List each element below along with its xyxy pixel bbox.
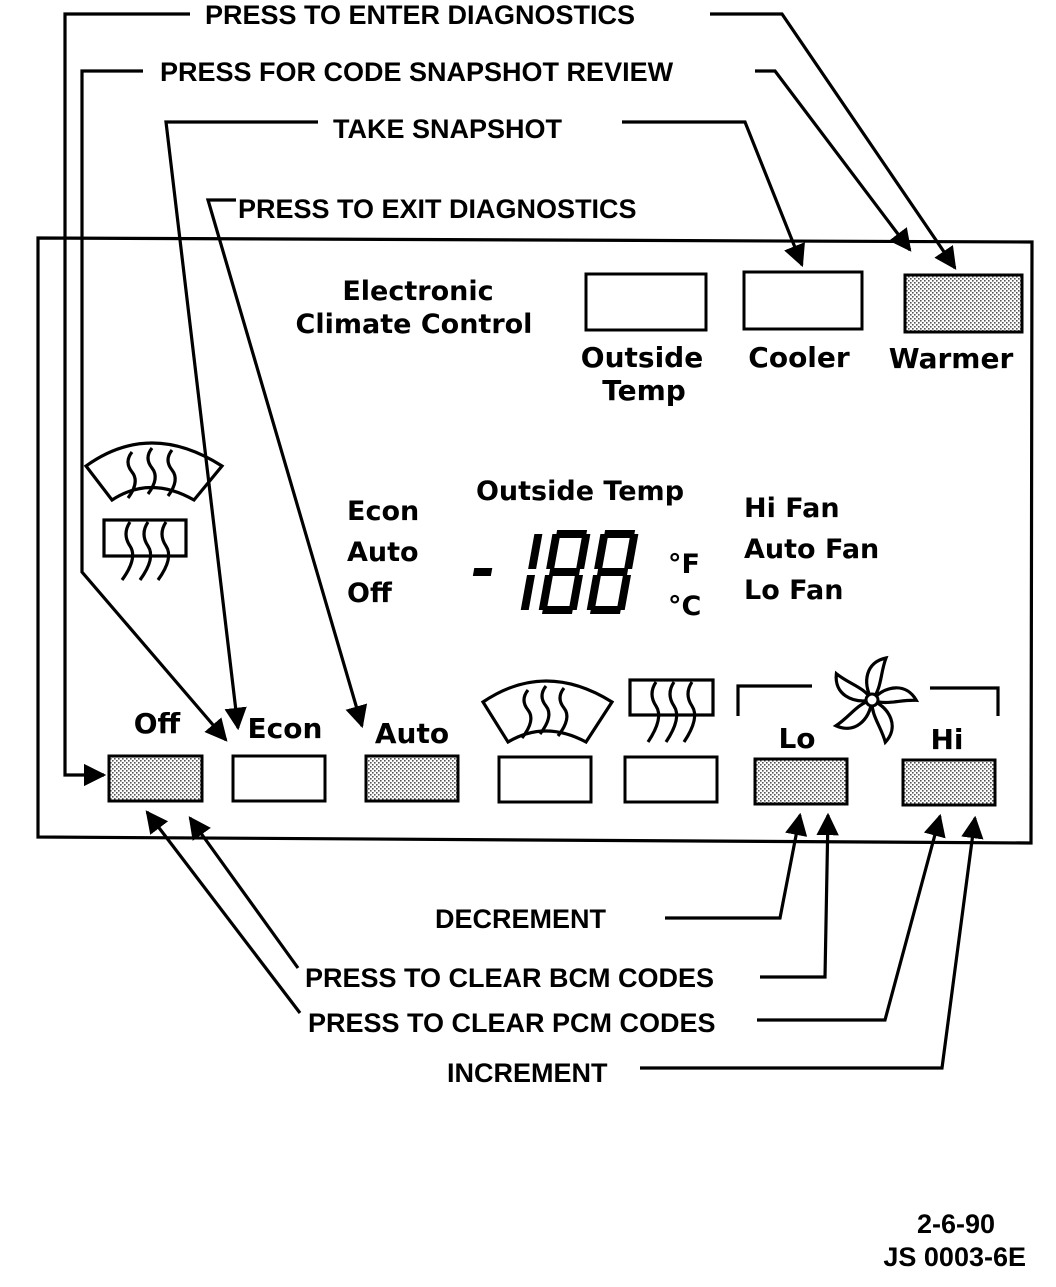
leader-clear-bcm-lo xyxy=(760,812,839,979)
callout-code-snapshot-review: PRESS FOR CODE SNAPSHOT REVIEW xyxy=(160,57,674,87)
display-segment-g xyxy=(548,568,581,576)
callout-decrement: DECREMENT xyxy=(435,904,607,934)
panel-title-line2: Climate Control xyxy=(296,309,533,340)
display-segment-f xyxy=(546,534,561,569)
warmer-label: Warmer xyxy=(889,342,1014,375)
leader-take-snapshot-right xyxy=(622,120,805,268)
display-segment-e xyxy=(586,575,602,610)
leader-clear-pcm-hi xyxy=(757,813,946,1022)
leader-enter-diagnostics-right xyxy=(710,12,957,270)
display-segment-b xyxy=(528,534,543,569)
front-defrost-button-icon xyxy=(480,679,615,745)
display-segment-g xyxy=(472,568,493,576)
fan-indicator-hi: Hi Fan xyxy=(744,493,840,524)
hi-button-label: Hi xyxy=(930,723,963,756)
leader-increment-hi xyxy=(640,815,984,1070)
leader-clear-pcm-off xyxy=(145,810,302,1014)
leader-snapshot-review-right xyxy=(755,69,912,252)
leader-exit-diagnostics xyxy=(205,198,368,729)
front-defrost-button[interactable] xyxy=(497,755,593,804)
outside-temp-label-line2: Temp xyxy=(602,374,686,407)
leader-decrement-lo xyxy=(665,812,808,920)
mode-indicator-off: Off xyxy=(347,578,393,609)
hi-button[interactable] xyxy=(901,758,997,807)
callout-clear-bcm-codes: PRESS TO CLEAR BCM CODES xyxy=(305,963,714,993)
econ-button-label: Econ xyxy=(248,712,323,745)
display-segment-c xyxy=(520,575,536,610)
display-segment-e xyxy=(538,575,554,610)
control-panel-frame xyxy=(36,236,1034,845)
leader-snapshot-review-left xyxy=(80,69,228,742)
display-segment-a xyxy=(555,530,588,538)
callout-exit-diagnostics: PRESS TO EXIT DIAGNOSTICS xyxy=(238,194,637,224)
leader-take-snapshot-left xyxy=(164,120,318,731)
footer-date: 2-6-90 xyxy=(917,1209,995,1239)
mode-indicator-econ: Econ xyxy=(347,496,419,527)
rear-defrost-icon xyxy=(102,518,188,581)
fan-icon xyxy=(736,655,1000,746)
leader-clear-bcm-off xyxy=(188,816,300,969)
display-segment-d xyxy=(542,606,574,614)
rear-defrost-button[interactable] xyxy=(623,755,719,804)
auto-button-label: Auto xyxy=(375,717,449,750)
fan-indicator-lo: Lo Fan xyxy=(744,575,843,606)
outside-temp-button[interactable] xyxy=(584,272,708,332)
display-heading: Outside Temp xyxy=(476,476,684,507)
auto-button[interactable] xyxy=(364,754,460,803)
callout-clear-pcm-codes: PRESS TO CLEAR PCM CODES xyxy=(308,1008,716,1038)
fan-indicator-auto: Auto Fan xyxy=(744,534,879,565)
panel-title-line1: Electronic xyxy=(342,276,493,307)
display-segment-b xyxy=(576,534,591,569)
cooler-label: Cooler xyxy=(748,341,850,374)
display-segment-c xyxy=(616,575,632,610)
windshield-defrost-icon xyxy=(83,441,225,503)
display-segment-g xyxy=(596,568,629,576)
outside-temp-label-line1: Outside xyxy=(581,341,703,374)
footer-code: JS 0003-6E xyxy=(883,1242,1026,1272)
off-button-label: Off xyxy=(134,707,181,740)
off-button[interactable] xyxy=(107,754,204,803)
callout-enter-diagnostics: PRESS TO ENTER DIAGNOSTICS xyxy=(205,0,635,30)
econ-button[interactable] xyxy=(231,754,327,803)
unit-fahrenheit: °F xyxy=(668,549,700,580)
rear-defrost-button-icon xyxy=(628,678,715,743)
lo-button-label: Lo xyxy=(778,722,815,755)
cooler-button[interactable] xyxy=(742,270,864,331)
warmer-button[interactable] xyxy=(903,273,1024,334)
display-segment-f xyxy=(594,534,609,569)
display-segment-b xyxy=(624,534,639,569)
seven-segment-display xyxy=(472,530,639,614)
display-segment-d xyxy=(590,606,622,614)
unit-celsius: °C xyxy=(668,591,701,622)
lo-button[interactable] xyxy=(753,757,849,806)
display-segment-c xyxy=(568,575,584,610)
mode-indicator-auto: Auto xyxy=(347,537,419,568)
callout-take-snapshot: TAKE SNAPSHOT xyxy=(333,114,563,144)
display-segment-a xyxy=(603,530,636,538)
callout-increment: INCREMENT xyxy=(447,1058,608,1088)
leader-enter-diagnostics-left xyxy=(63,12,190,787)
